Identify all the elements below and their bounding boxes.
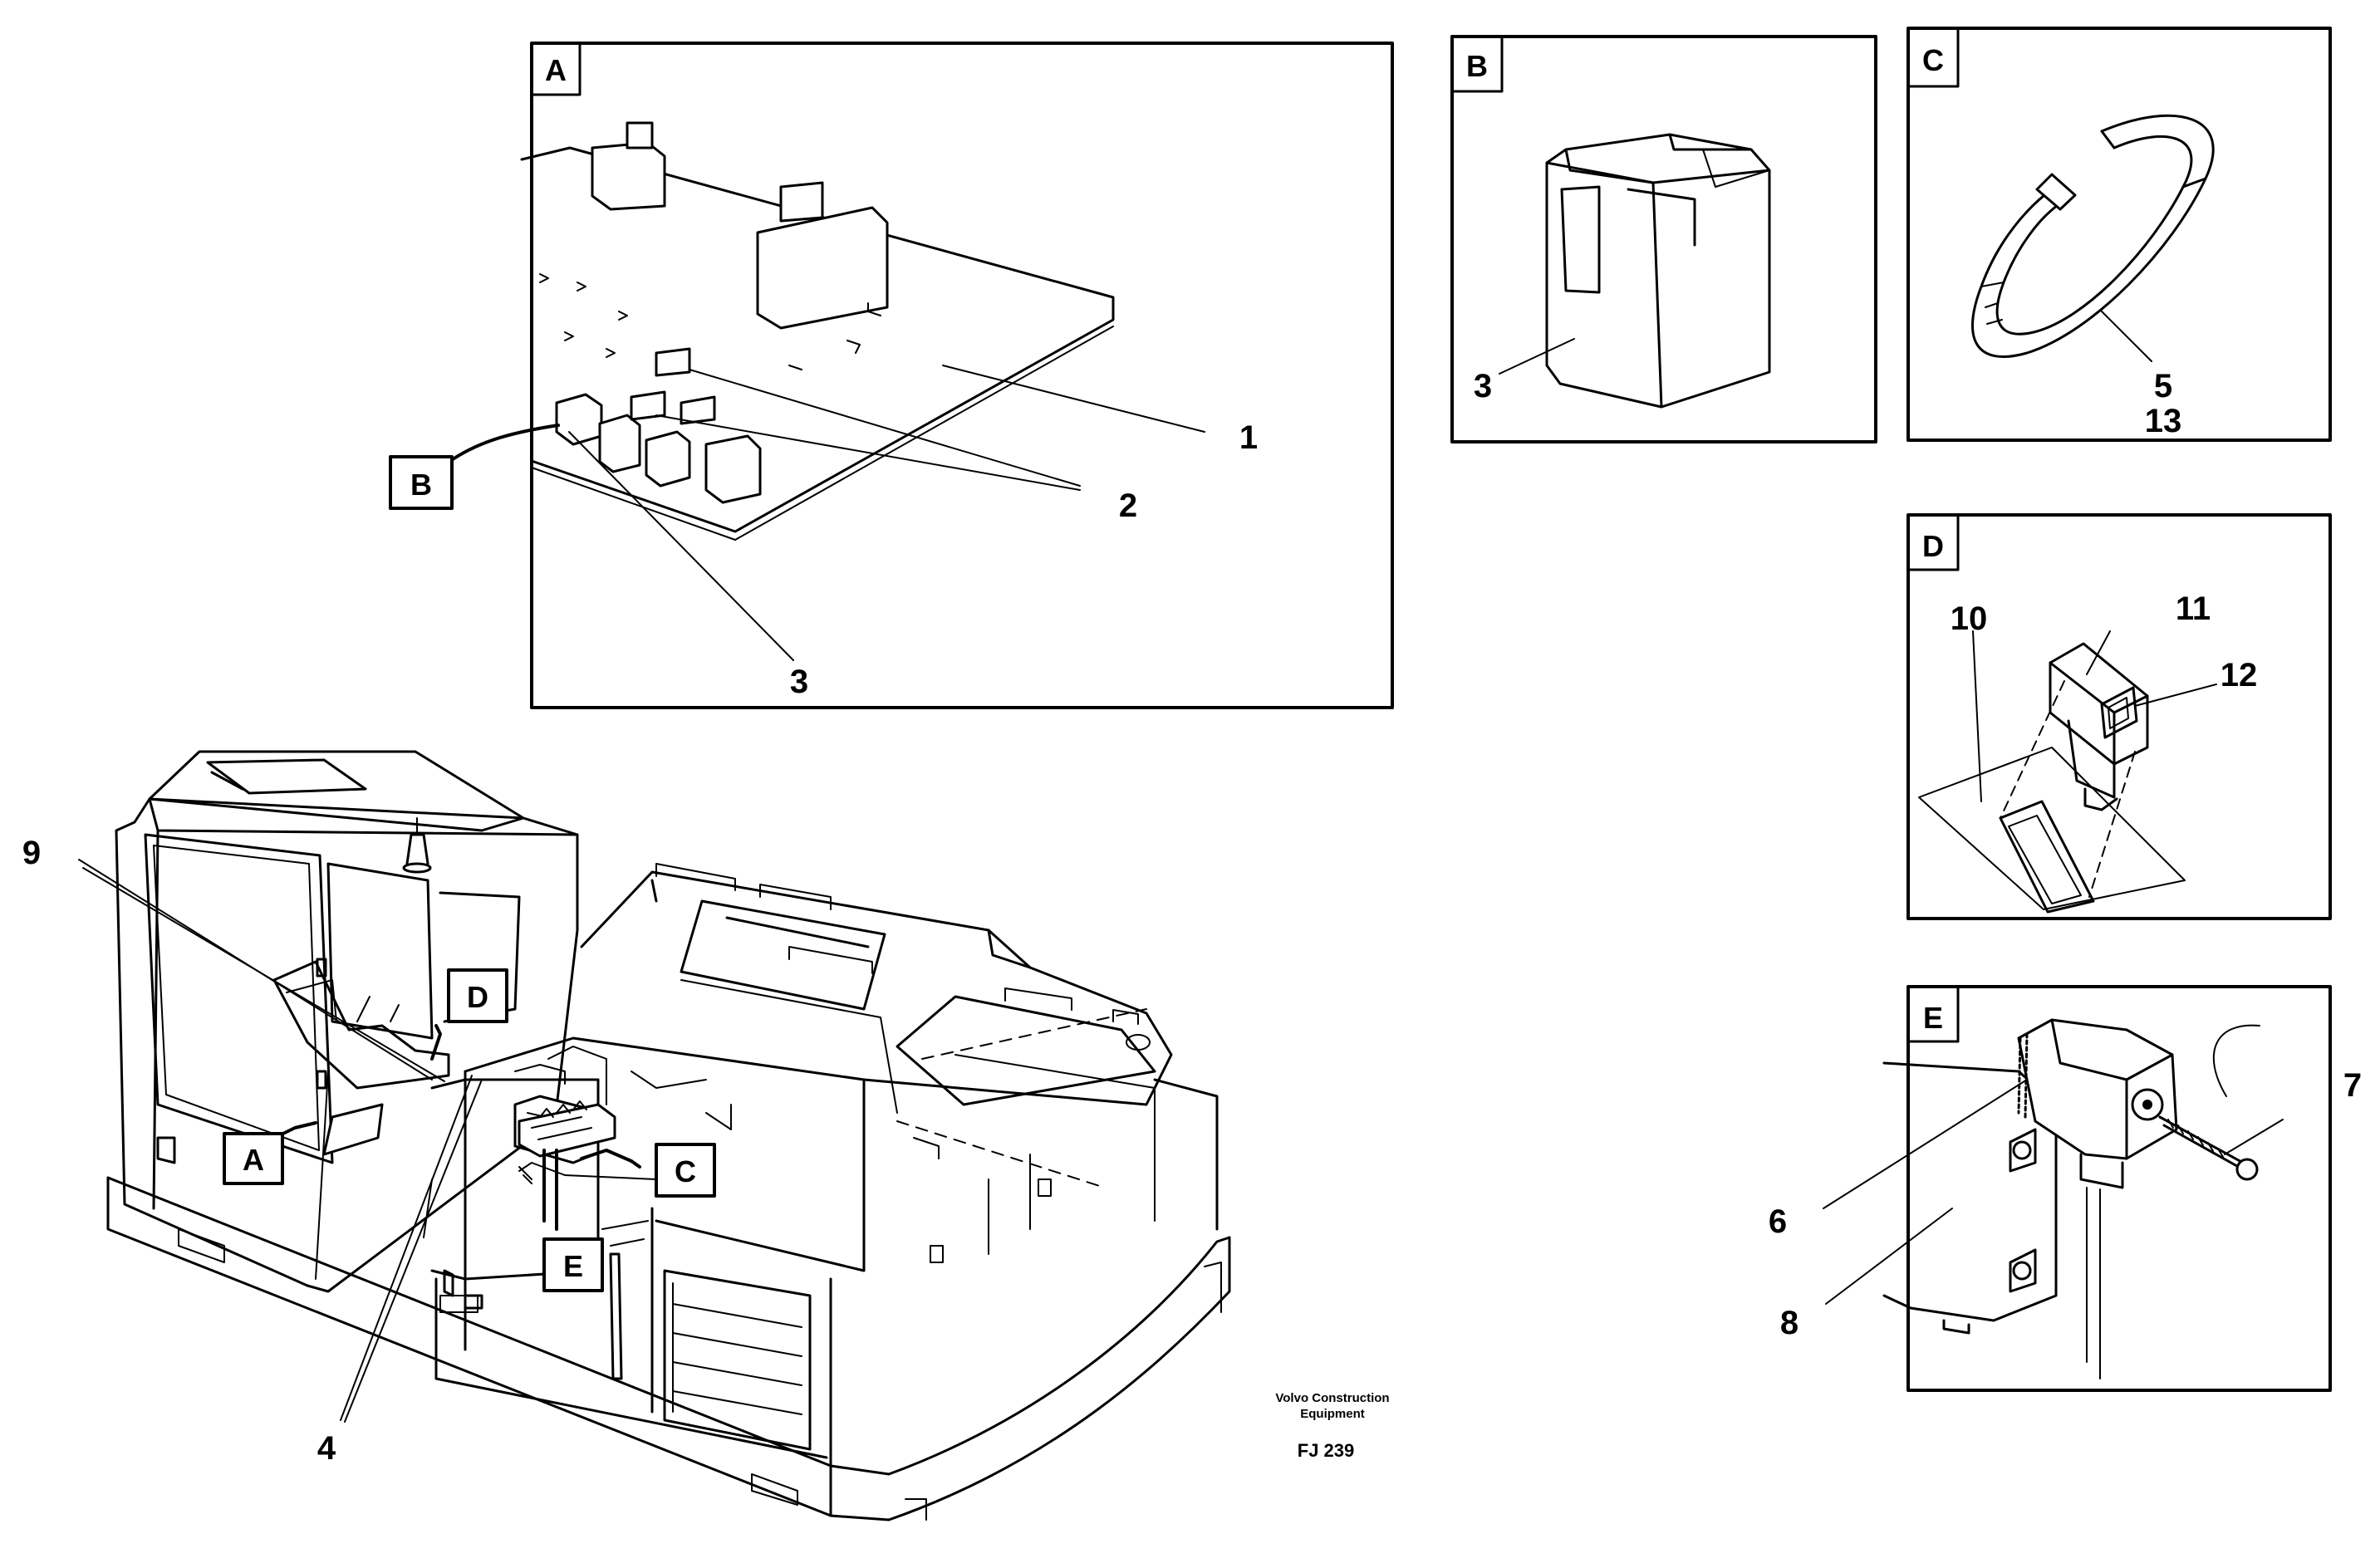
- credit-line-2: Equipment: [1300, 1407, 1365, 1421]
- panel-c-label: C: [1922, 43, 1944, 77]
- callout-2: 2: [1119, 488, 1137, 524]
- relay-cover: [1545, 133, 1771, 409]
- view-tag-b-label: B: [410, 468, 432, 502]
- screw: [2158, 1115, 2259, 1181]
- callout-4: 4: [317, 1430, 336, 1467]
- view-tag-a: [223, 1132, 284, 1185]
- view-tag-b: [389, 455, 454, 510]
- view-tag-d: [447, 968, 508, 1023]
- rear-deck: [580, 863, 1219, 1263]
- callout-13: 13: [2145, 403, 2182, 439]
- cable-tie: [1970, 114, 2215, 358]
- rocker-switch: [2049, 642, 2149, 811]
- panel-e: E 7 6 8: [1769, 985, 2362, 1392]
- panel-b-label: B: [1466, 49, 1488, 83]
- view-tag-d-label: D: [467, 980, 488, 1014]
- fuse-block: [518, 1100, 616, 1158]
- panel-slot: [1918, 747, 2186, 914]
- callout-10: 10: [1951, 600, 1988, 637]
- callout-1: 1: [1239, 419, 1258, 456]
- credit-line-1: Volvo Construction: [1275, 1391, 1389, 1405]
- figure-code: FJ 239: [1298, 1440, 1355, 1461]
- excavator-upper-structure: [78, 750, 1231, 1521]
- valve-block: [1882, 1061, 2058, 1335]
- panel-d: D 10 11 12: [1906, 513, 2332, 920]
- callout-7: 7: [2343, 1067, 2362, 1104]
- view-tag-c: [655, 1143, 716, 1198]
- callout-6: 6: [1769, 1203, 1787, 1240]
- callout-3-panel-b: 3: [1474, 368, 1492, 404]
- callout-9: 9: [22, 835, 41, 871]
- solenoid-connector: [2017, 1018, 2178, 1379]
- panel-d-label: D: [1922, 529, 1944, 563]
- callout-3-panel-a: 3: [790, 664, 808, 700]
- panel-a: A 1 2 3: [389, 42, 1394, 709]
- callout-11: 11: [2176, 590, 2211, 627]
- panel-a-label: A: [545, 53, 567, 87]
- circuit-board: [520, 121, 1115, 541]
- view-tag-e: [542, 1237, 604, 1292]
- callout-5: 5: [2154, 368, 2172, 404]
- callout-12: 12: [2221, 657, 2258, 693]
- panel-c: C 5 13: [1906, 27, 2332, 442]
- view-tag-c-label: C: [675, 1154, 696, 1188]
- view-tag-e-label: E: [563, 1249, 583, 1283]
- callout-8: 8: [1780, 1305, 1798, 1341]
- panel-e-label: E: [1923, 1001, 1943, 1035]
- view-tag-a-label: A: [243, 1143, 264, 1177]
- panel-b: B 3: [1450, 35, 1877, 443]
- engine-housing: [430, 1036, 866, 1468]
